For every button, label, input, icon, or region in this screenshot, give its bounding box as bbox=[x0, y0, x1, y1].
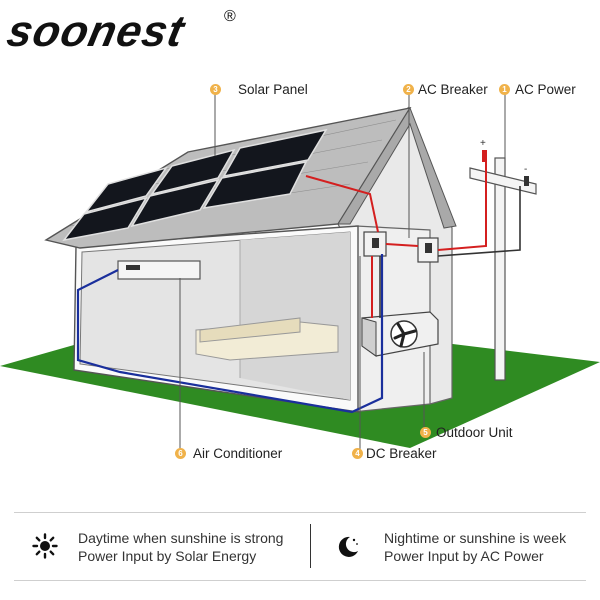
callout-badge-4: 4 bbox=[352, 448, 363, 459]
sun-icon bbox=[32, 533, 58, 559]
ac-breaker-box bbox=[417, 237, 439, 263]
leader-lines bbox=[179, 94, 506, 450]
ac-red-wire bbox=[437, 162, 487, 251]
callout-badge-1: 1 bbox=[499, 84, 510, 95]
solar-red-wire bbox=[305, 175, 379, 233]
callout-badge-6: 6 bbox=[175, 448, 186, 459]
registered-mark: ® bbox=[224, 8, 236, 25]
dc-breaker-box bbox=[363, 231, 387, 257]
callout-badge-2: 2 bbox=[403, 84, 414, 95]
legend-night-line2: Power Input by AC Power bbox=[384, 548, 544, 564]
brand-logo: soonest bbox=[2, 7, 190, 56]
legend-day-line1: Daytime when sunshine is strong bbox=[78, 530, 284, 546]
svg-text:-: - bbox=[524, 164, 527, 175]
callout-air-conditioner: Air Conditioner bbox=[193, 446, 283, 461]
callout-ac-power: AC Power bbox=[515, 82, 576, 97]
legend-night-line1: Nightime or sunshine is week bbox=[384, 530, 567, 546]
utility-pole: + - bbox=[469, 138, 537, 381]
callout-solar-panel: Solar Panel bbox=[238, 82, 308, 97]
callout-ac-breaker: AC Breaker bbox=[418, 82, 488, 97]
legend-day-line2: Power Input by Solar Energy bbox=[78, 548, 257, 564]
indoor-ac-unit bbox=[117, 260, 201, 280]
svg-text:+: + bbox=[480, 138, 486, 149]
moon-icon bbox=[338, 536, 358, 557]
legend-divider bbox=[310, 524, 311, 568]
solar-panel-array bbox=[62, 128, 328, 242]
callout-dc-breaker: DC Breaker bbox=[366, 446, 437, 461]
room-back-wall bbox=[240, 232, 350, 400]
callout-badge-3: 3 bbox=[210, 84, 221, 95]
callout-outdoor-unit: Outdoor Unit bbox=[436, 425, 513, 440]
dc-wire bbox=[76, 254, 384, 414]
legend-top-divider bbox=[14, 512, 586, 513]
legend-bottom-divider bbox=[14, 580, 586, 581]
callout-badge-5: 5 bbox=[420, 427, 431, 438]
